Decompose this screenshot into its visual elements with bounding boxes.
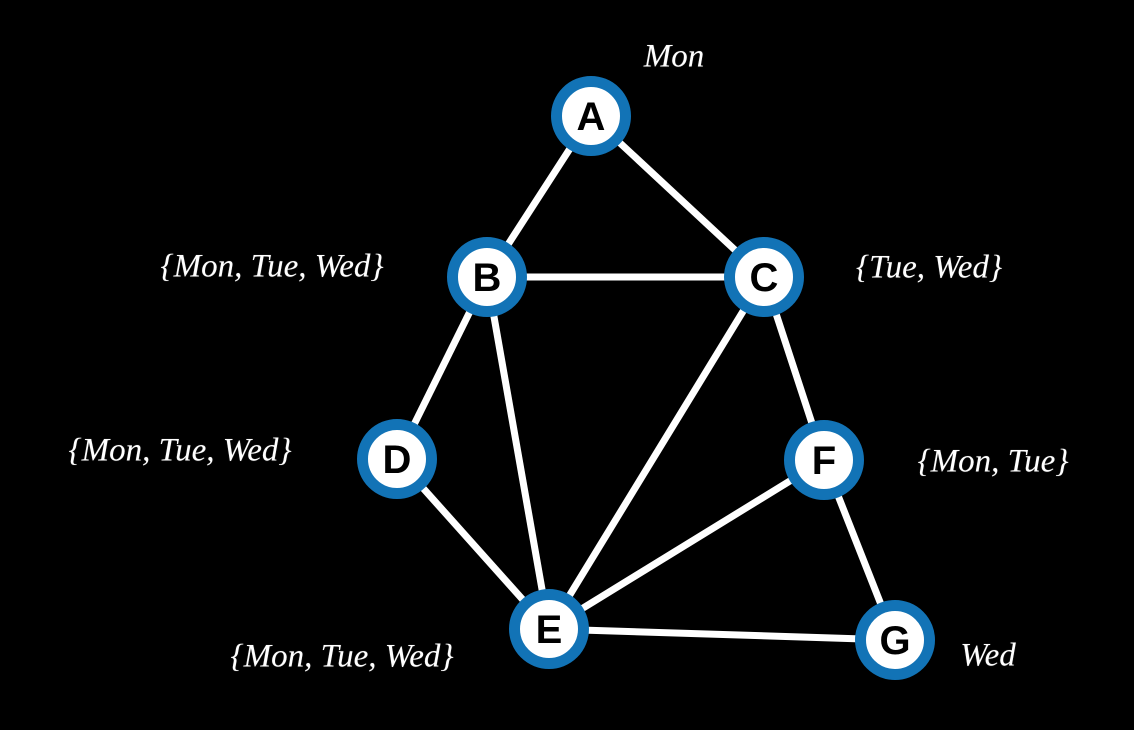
node-letter-F: F: [812, 439, 836, 483]
node-circle-B: [447, 237, 527, 317]
edge-E-F: [547, 457, 826, 632]
domain-label-C: {Tue, Wed}: [855, 249, 1003, 286]
node-letter-A: A: [577, 95, 606, 139]
node-G: G: [855, 600, 935, 680]
node-circle-A: [551, 76, 631, 156]
node-circle-C: [724, 237, 804, 317]
node-letter-E: E: [536, 608, 563, 652]
edge-B-E: [483, 276, 553, 630]
node-letter-D: D: [383, 438, 412, 482]
domain-label-F: {Mon, Tue}: [917, 443, 1069, 480]
node-letter-C: C: [750, 256, 779, 300]
node-C: C: [724, 237, 804, 317]
domain-label-B: {Mon, Tue, Wed}: [160, 248, 384, 285]
node-circle-F: [784, 420, 864, 500]
edge-E-G: [548, 625, 896, 644]
node-E: E: [509, 589, 589, 669]
domain-label-A: Mon: [643, 38, 705, 75]
node-F: F: [784, 420, 864, 500]
domain-label-G: Wed: [960, 637, 1016, 674]
node-circle-D: [357, 419, 437, 499]
domain-label-E: {Mon, Tue, Wed}: [230, 638, 454, 675]
node-B: B: [447, 237, 527, 317]
node-circle-G: [855, 600, 935, 680]
edge-C-E: [546, 275, 767, 631]
domain-label-D: {Mon, Tue, Wed}: [68, 432, 292, 469]
node-circle-E: [509, 589, 589, 669]
node-A: A: [551, 76, 631, 156]
node-D: D: [357, 419, 437, 499]
node-letter-B: B: [473, 256, 502, 300]
node-letter-G: G: [879, 619, 910, 663]
